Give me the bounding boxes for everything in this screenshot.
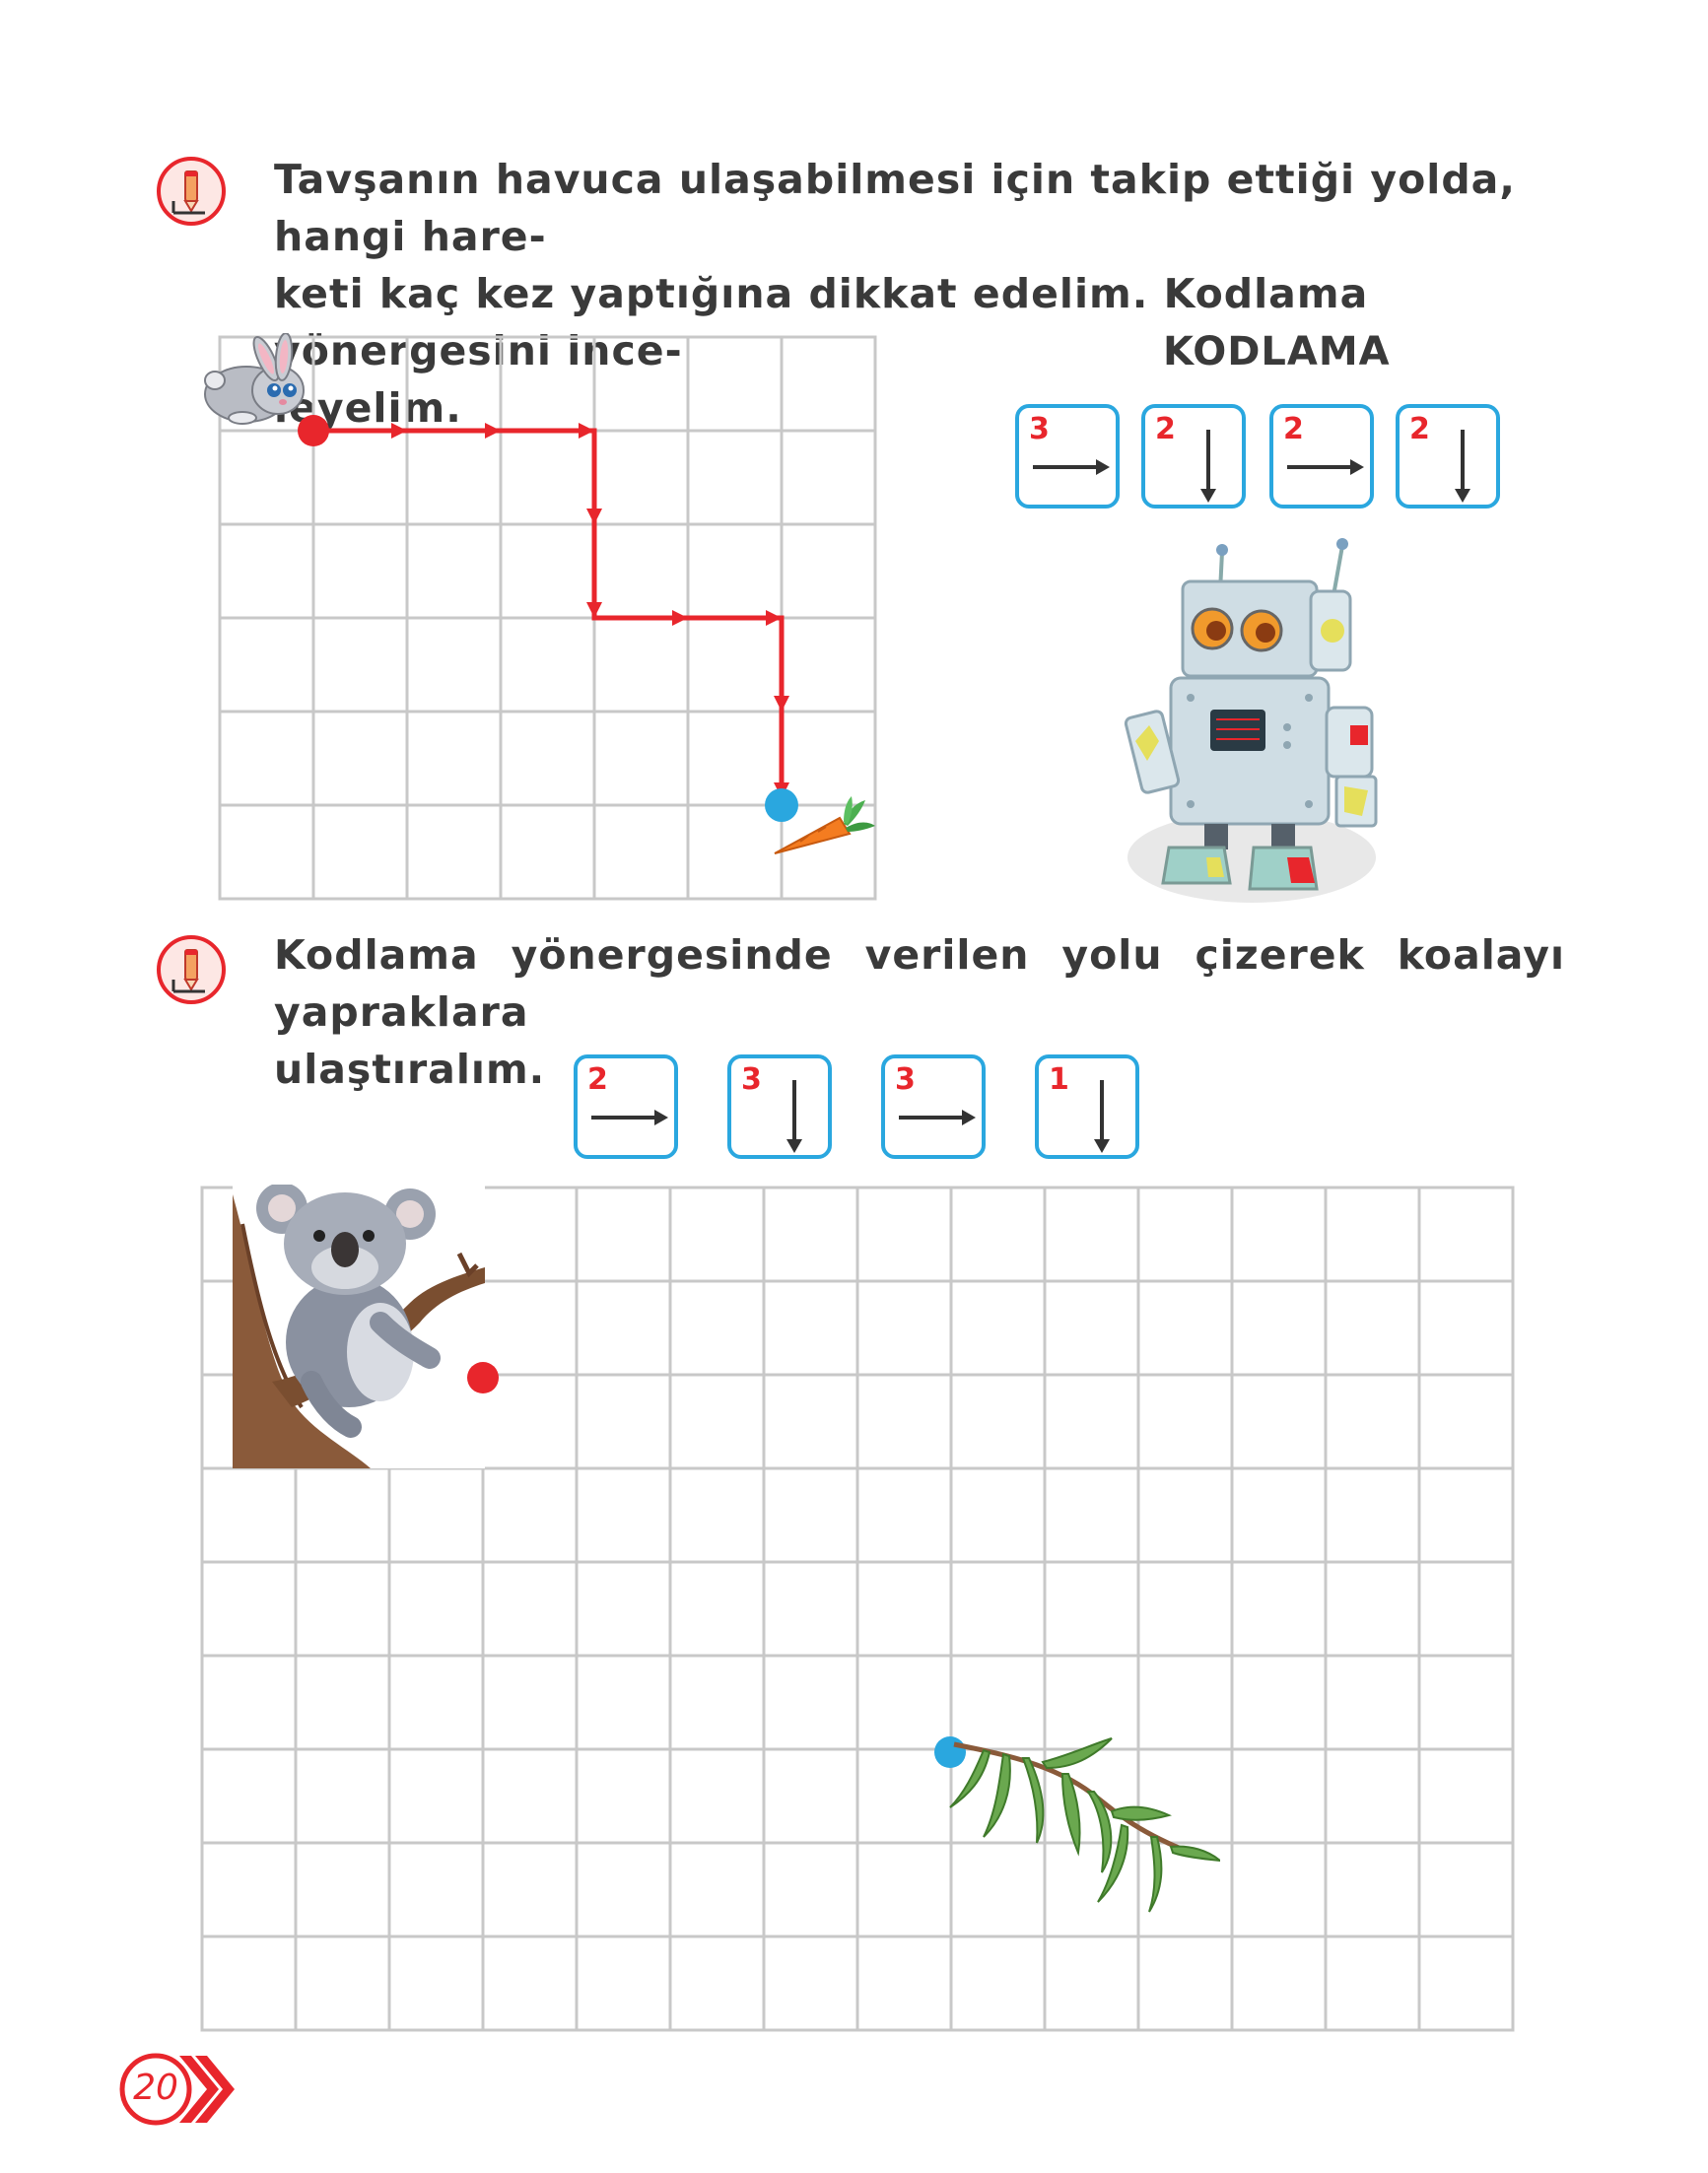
page-number: 20	[133, 2068, 178, 2108]
right-arrow-icon	[899, 1110, 976, 1125]
eucalyptus-leaves-icon	[944, 1734, 1224, 1935]
robot-icon	[1114, 532, 1400, 911]
code-count: 2	[1283, 412, 1304, 446]
code-card-4: 2	[1396, 404, 1500, 509]
question-2-line-1: Kodlama yönergesinde verilen yolu çizere…	[274, 931, 1565, 1036]
koala-icon	[233, 1183, 485, 1472]
question-2-line-2: ulaştıralım.	[274, 1046, 546, 1093]
code-count: 3	[741, 1062, 762, 1097]
right-arrow-icon	[591, 1110, 668, 1125]
code-count: 2	[587, 1062, 608, 1097]
question-1-line-2: keti kaç kez yaptığına dikkat edelim. Ko…	[274, 270, 1369, 374]
page-number-badge	[116, 2050, 235, 2133]
code-card-3: 3	[881, 1054, 986, 1159]
code-count: 2	[1409, 412, 1430, 446]
right-arrow-icon	[1033, 459, 1110, 475]
code-count: 3	[1029, 412, 1050, 446]
coding-title: KODLAMA	[1163, 329, 1391, 374]
end-point	[934, 1736, 966, 1768]
down-arrow-icon	[786, 1080, 802, 1153]
code-card-3: 2	[1269, 404, 1374, 509]
code-count: 2	[1155, 412, 1176, 446]
down-arrow-icon	[1200, 430, 1216, 503]
down-arrow-icon	[1094, 1080, 1110, 1153]
code-count: 3	[895, 1062, 916, 1097]
rabbit-icon	[187, 332, 315, 436]
carrot-icon	[771, 796, 879, 869]
code-card-1: 2	[574, 1054, 678, 1159]
code-card-1: 3	[1015, 404, 1120, 509]
question-1-line-1: Tavşanın havuca ulaşabilmesi için takip …	[274, 156, 1516, 260]
pencil-badge-icon	[156, 156, 227, 227]
rabbit-path-grid	[197, 325, 907, 920]
code-count: 1	[1049, 1062, 1069, 1097]
pencil-badge-icon	[156, 934, 227, 1005]
code-card-4: 1	[1035, 1054, 1139, 1159]
right-arrow-icon	[1287, 459, 1364, 475]
code-card-2: 3	[727, 1054, 832, 1159]
down-arrow-icon	[1455, 430, 1470, 503]
question-2-text: Kodlama yönergesinde verilen yolu çizere…	[274, 926, 1565, 1098]
code-card-2: 2	[1141, 404, 1246, 509]
start-point	[467, 1362, 499, 1393]
